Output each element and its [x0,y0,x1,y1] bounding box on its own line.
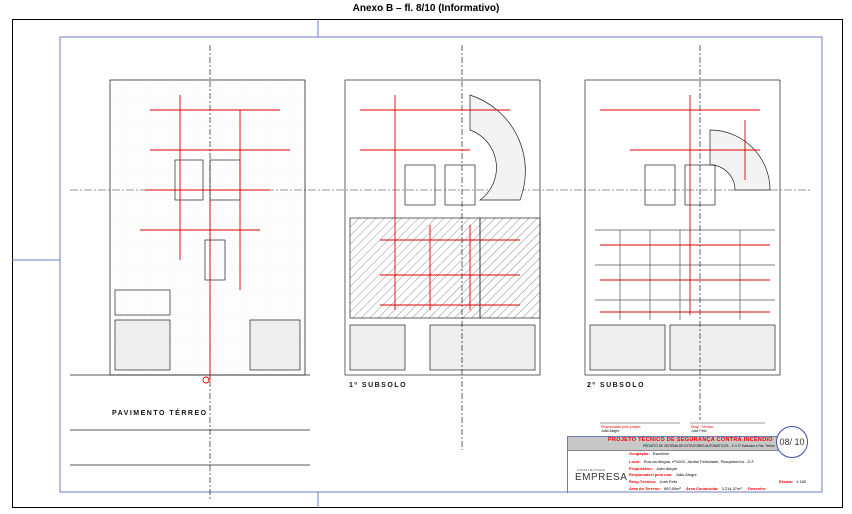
field-local: Local:Rua da Alegria, nº1000, Jardim Fel… [629,459,755,464]
plan-2-subsolo [584,45,781,420]
field-responsavel-uso: Responsável pelo uso:João Alegre [629,472,697,477]
plan-label-2-subsolo: 2º SUBSOLO [587,382,646,389]
plan-label-terreo: PAVIMENTO TÉRREO [112,410,208,417]
inner-frame [59,36,823,493]
signature-tecnico: Resp. Técnico José Feliz [691,425,714,433]
company-logo: EMPRESA [575,472,628,483]
field-resp-tecnico: Resp.Técnico:José Feliz [629,479,678,484]
plan-pavimento-terreo [70,45,310,500]
sheet-number: 08/ 10 [776,426,808,458]
field-proprietario: Proprietário:João Alegre [629,466,678,471]
page-border [12,19,843,508]
title-block: PROJETO TÉCNICO DE SEGURANÇA CONTRA INCÊ… [567,436,804,493]
page-title: Anexo B – fl. 8/10 (Informativo) [352,3,500,14]
field-area-construida: Área Construída:3.214,37m² [686,486,742,491]
plan-1-subsolo [344,45,541,450]
signature-projeto: Responsável pelo projeto João Alegre [601,425,641,433]
logo-subtitle: CONSTRUTORA [577,468,606,472]
field-area-terreno: Área do Terreno:600,00m² [629,486,681,491]
field-ocupacao: Ocupação:Escritório [629,451,670,456]
field-desenho: Desenho: [748,486,767,491]
field-escala: Escala:1:150 [779,479,807,484]
title-block-header: PROJETO TÉCNICO DE SEGURANÇA CONTRA INCÊ… [568,437,792,451]
plan-label-1-subsolo: 1º SUBSOLO [349,382,408,389]
